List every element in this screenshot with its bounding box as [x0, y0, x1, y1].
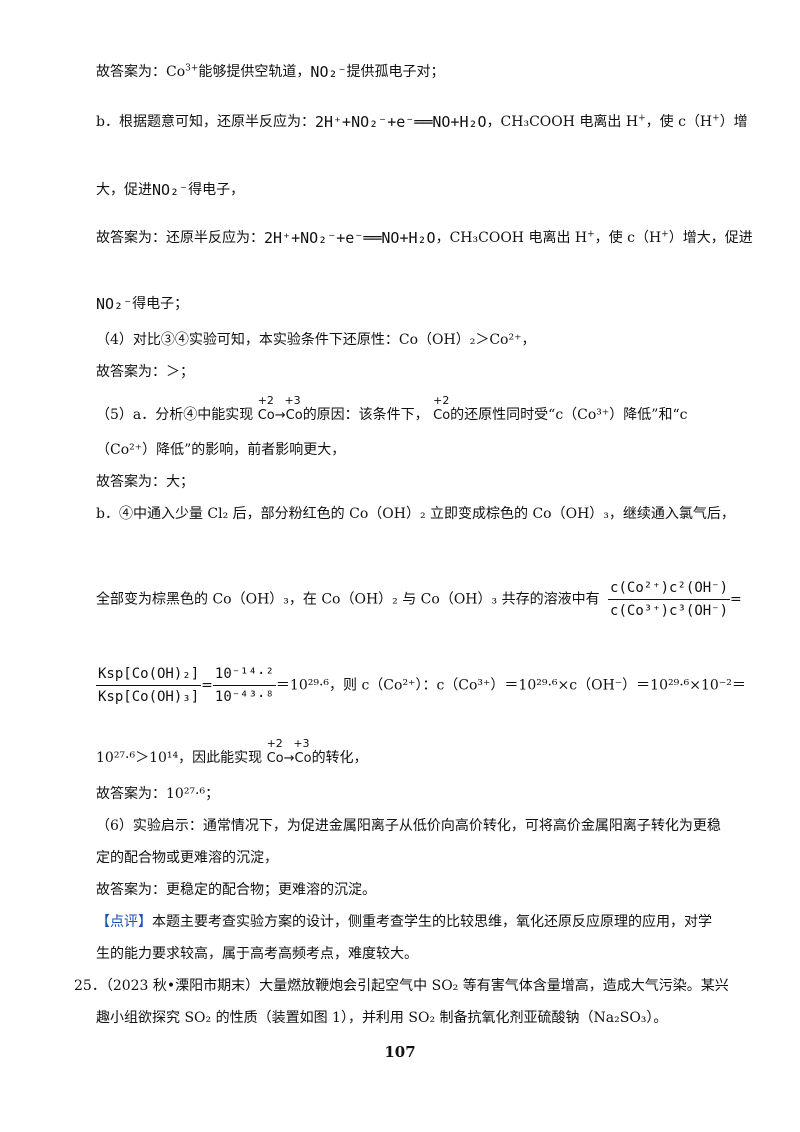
line-20: 生的能力要求较高，属于高考高频考点，难度较大。 — [96, 946, 418, 962]
line-10: 故答案为：大； — [96, 474, 194, 490]
formula-half-reaction: 2H⁺+NO₂⁻+e⁻══NO+H₂O — [264, 229, 436, 247]
fraction-concentration-ratio: c(Co²⁺)c²(OH⁻) c(Co³⁺)c³(OH⁻) — [608, 578, 731, 621]
line-15: 故答案为：10²⁷·⁶； — [96, 786, 220, 802]
text: b．根据题意可知，还原半反应为： — [96, 114, 315, 130]
line-3: 大，促进NO₂⁻得电子， — [96, 180, 244, 200]
cv: Co — [433, 408, 451, 423]
ox: +2 — [433, 394, 450, 407]
line-17: 定的配合物或更难溶的沉淀， — [96, 850, 278, 866]
question-25-line-2: 趣小组欲探究 SO₂ 的性质（装置如图 1），并利用 SO₂ 制备抗氧化剂亚硫酸… — [96, 1010, 668, 1026]
fraction-ksp: Ksp[Co(OH)₂] Ksp[Co(OH)₃] — [96, 664, 202, 707]
cv: Co→Co — [257, 408, 303, 423]
text: ）增大，促进 — [668, 230, 753, 246]
text: ，使 c（H — [594, 230, 662, 246]
text: 10²⁷·⁶＞10¹⁴，因此能实现 — [96, 750, 263, 766]
text: 故答案为：还原半反应为： — [96, 230, 264, 246]
sup: + — [638, 113, 646, 124]
line-11: b．④中通入少量 Cl₂ 后，部分粉红色的 Co（OH）₂ 立即变成棕色的 Co… — [96, 506, 735, 522]
fraction-powers: 10⁻¹⁴·² 10⁻⁴³·⁸ — [212, 664, 276, 707]
text: ，CH₃COOH 电离出 H — [435, 230, 588, 246]
text: = — [730, 591, 742, 608]
review-tag: 【点评】 — [96, 914, 152, 930]
text: 提供孤电子对； — [346, 64, 445, 80]
text: ，CH₃COOH 电离出 H — [486, 114, 639, 130]
line-12: 全部变为棕黑色的 Co（OH）₃，在 Co（OH）₂ 与 Co（OH）₃ 共存的… — [96, 578, 742, 621]
line-1: 故答案为：Co3+能够提供空轨道，NO₂⁻提供孤电子对； — [96, 62, 445, 82]
line-5: NO₂⁻得电子； — [96, 294, 188, 314]
ox: +3 — [284, 394, 301, 407]
question-25-line-1: 25．（2023 秋•溧阳市期末）大量燃放鞭炮会引起空气中 SO₂ 等有害气体含… — [74, 978, 729, 994]
formula-half-reaction: 2H⁺+NO₂⁻+e⁻══NO+H₂O — [314, 113, 487, 131]
sup: + — [661, 229, 669, 240]
text: 的转化， — [311, 750, 368, 766]
formula-no2: NO₂⁻ — [310, 63, 347, 81]
formula-no2: NO₂⁻ — [152, 181, 189, 199]
text: ）增 — [719, 114, 748, 130]
text: 全部变为棕黑色的 Co（OH）₃，在 Co（OH）₂ 与 Co（OH）₃ 共存的… — [96, 591, 600, 608]
line-2: b．根据题意可知，还原半反应为：2H⁺+NO₂⁻+e⁻══NO+H₂O，CH₃C… — [96, 112, 748, 132]
line-6: （4）对比③④实验可知，本实验条件下还原性：Co（OH）₂＞Co²⁺， — [96, 332, 536, 348]
ox: +3 — [293, 737, 310, 750]
line-9: （Co²⁺）降低”的影响，前者影响更大， — [96, 442, 346, 458]
den: 10⁻⁴³·⁸ — [214, 689, 274, 705]
text: 得电子； — [132, 296, 189, 312]
num: c(Co²⁺)c²(OH⁻) — [608, 578, 731, 600]
text: ，使 c（H — [645, 114, 713, 130]
sup: + — [712, 113, 720, 124]
text: = — [201, 677, 213, 694]
text: 的原因：该条件下， — [302, 407, 429, 423]
text: 故答案为：Co — [96, 64, 186, 80]
text: 能够提供空轨道， — [198, 64, 311, 80]
formula-no2: NO₂⁻ — [96, 295, 133, 313]
den: c(Co³⁺)c³(OH⁻) — [610, 603, 729, 619]
line-19: 【点评】本题主要考查实验方案的设计，侧重考查学生的比较思维，氧化还原反应原理的应… — [96, 912, 712, 932]
text: 本题主要考查实验方案的设计，侧重考查学生的比较思维，氧化还原反应原理的应用，对学 — [152, 914, 712, 930]
oxidation-states: +2 +3 — [258, 391, 301, 411]
line-13: Ksp[Co(OH)₂] Ksp[Co(OH)₃]=10⁻¹⁴·² 10⁻⁴³·⁸＝… — [96, 664, 746, 707]
ox: +2 — [266, 737, 283, 750]
den: Ksp[Co(OH)₃] — [98, 689, 200, 705]
num: 10⁻¹⁴·² — [212, 664, 276, 686]
sup: + — [587, 229, 595, 240]
line-16: （6）实验启示：通常情况下，为促进金属阳离子从低价向高价转化，可将高价金属阳离子… — [96, 818, 721, 834]
sup: 3+ — [185, 63, 199, 74]
line-7: 故答案为：＞； — [96, 364, 194, 380]
text: 得电子， — [188, 182, 245, 198]
cv: Co→Co — [266, 751, 312, 766]
text: 的还原性同时受“c（Co³⁺）降低”和“c — [450, 407, 688, 423]
text: （5）a．分析④中能实现 — [96, 407, 254, 423]
oxidation-states: +2 +3 — [267, 734, 310, 754]
ox: +2 — [257, 394, 274, 407]
line-18: 故答案为：更稳定的配合物；更难溶的沉淀。 — [96, 882, 376, 898]
num: Ksp[Co(OH)₂] — [96, 664, 202, 686]
text: ＝10²⁹·⁶，则 c（Co²⁺）：c（Co³⁺）＝10²⁹·⁶×c（OH⁻）＝… — [275, 677, 746, 694]
text: 大，促进 — [96, 182, 152, 198]
page-number: 107 — [384, 1043, 416, 1061]
line-4: 故答案为：还原半反应为：2H⁺+NO₂⁻+e⁻══NO+H₂O，CH₃COOH … — [96, 228, 753, 248]
